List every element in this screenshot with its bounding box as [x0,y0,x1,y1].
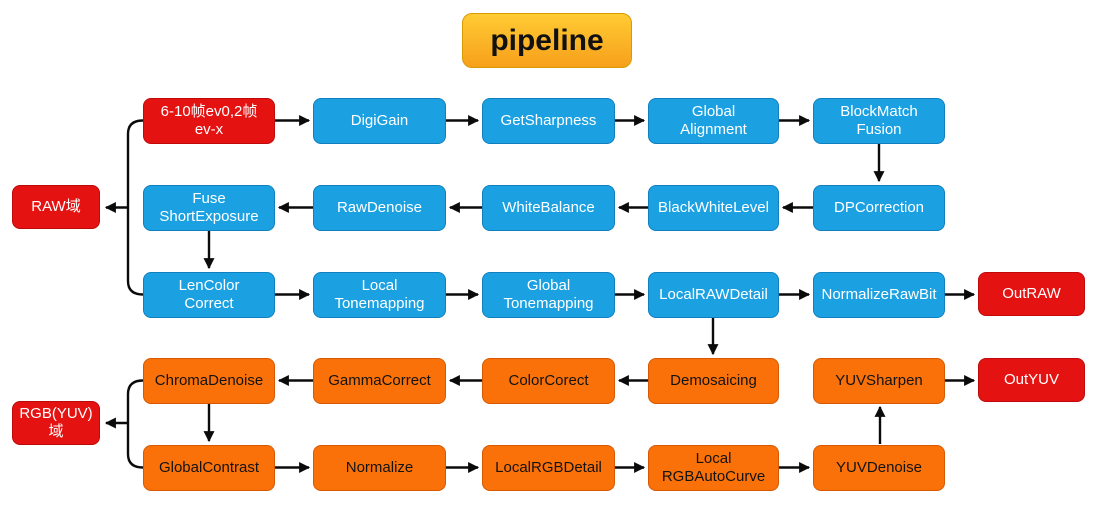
node-outyuv: OutYUV [978,358,1085,402]
node-rgb-domain: RGB(YUV) 域 [12,401,100,445]
node-demosaicing: Demosaicing [648,358,779,404]
raw-domain-bracket [126,119,144,296]
node-digigain: DigiGain [313,98,446,144]
node-fuse-shortexposure: Fuse ShortExposure [143,185,275,231]
node-yuvdenoise: YUVDenoise [813,445,945,491]
node-outraw: OutRAW [978,272,1085,316]
node-raw-domain: RAW域 [12,185,100,229]
node-blockmatch-fusion: BlockMatch Fusion [813,98,945,144]
node-normalize: Normalize [313,445,446,491]
rgb-domain-bracket [126,379,144,469]
node-colorcorect: ColorCorect [482,358,615,404]
node-blackwhitelevel: BlackWhiteLevel [648,185,779,231]
node-whitebalance: WhiteBalance [482,185,615,231]
node-input-frames: 6-10帧ev0,2帧 ev-x [143,98,275,144]
node-global-tonemapping: Global Tonemapping [482,272,615,318]
node-lencolor-correct: LenColor Correct [143,272,275,318]
node-globalcontrast: GlobalContrast [143,445,275,491]
diagram-title: pipeline [462,13,632,68]
node-localrgbdetail: LocalRGBDetail [482,445,615,491]
node-dpcorrection: DPCorrection [813,185,945,231]
node-localrawdetail: LocalRAWDetail [648,272,779,318]
node-getsharpness: GetSharpness [482,98,615,144]
node-yuvsharpen: YUVSharpen [813,358,945,404]
node-local-rgbautocurve: Local RGBAutoCurve [648,445,779,491]
node-chromadenoise: ChromaDenoise [143,358,275,404]
node-gammacorrect: GammaCorrect [313,358,446,404]
node-rawdenoise: RawDenoise [313,185,446,231]
node-local-tonemapping: Local Tonemapping [313,272,446,318]
node-global-alignment: Global Alignment [648,98,779,144]
node-normalizerawbit: NormalizeRawBit [813,272,945,318]
